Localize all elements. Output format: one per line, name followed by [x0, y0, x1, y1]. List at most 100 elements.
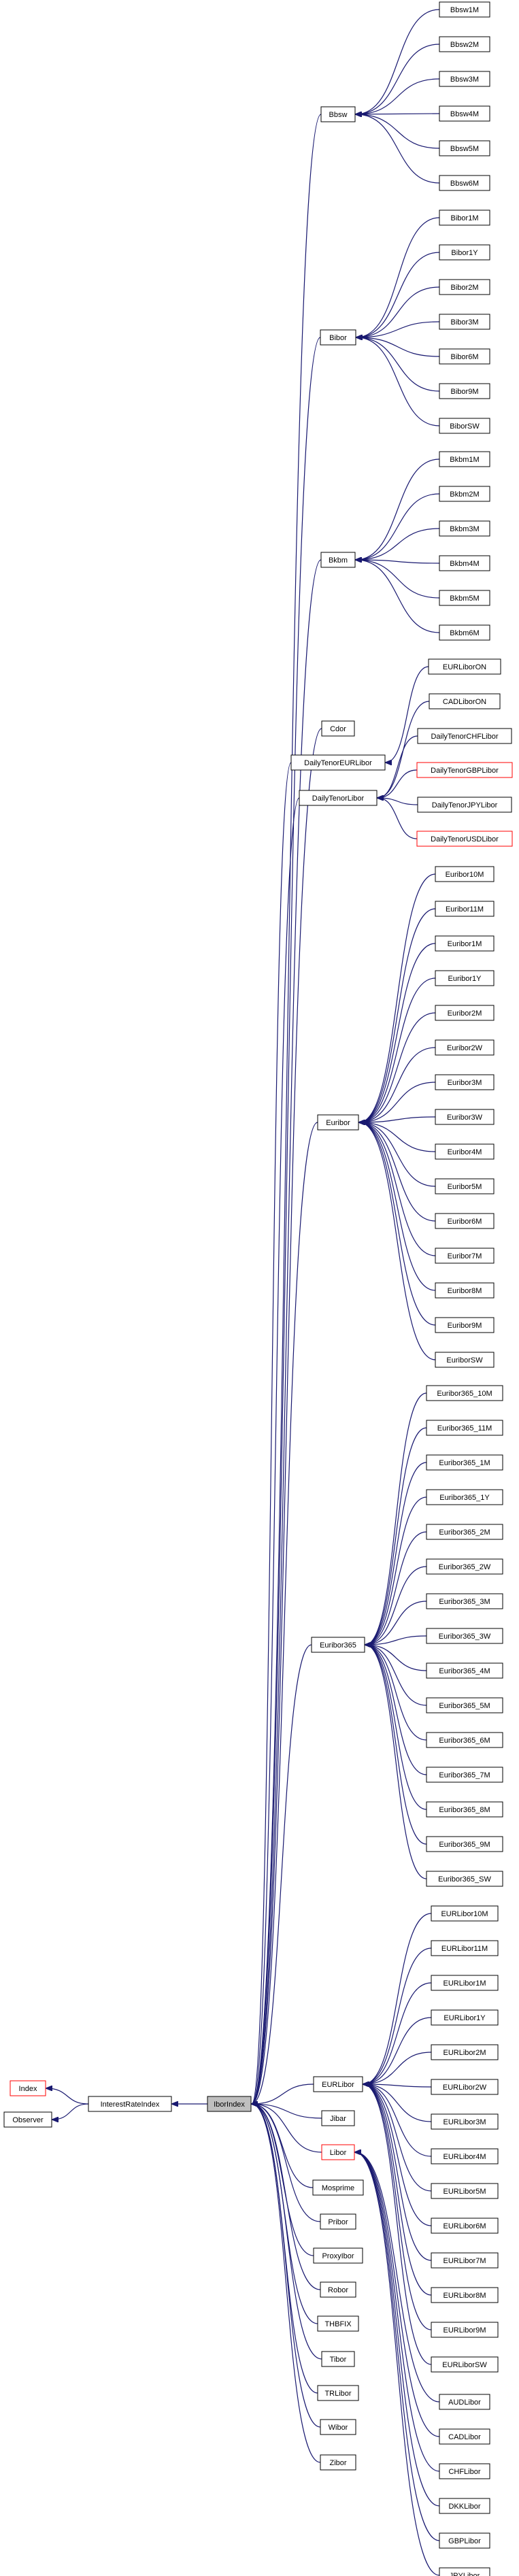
- node-wibor[interactable]: Wibor: [320, 2419, 356, 2435]
- node-euribor10m[interactable]: Euribor10M: [435, 866, 495, 882]
- node-euribor365-2m[interactable]: Euribor365_2M: [426, 1524, 503, 1540]
- node-euribor365-6m[interactable]: Euribor365_6M: [426, 1732, 503, 1748]
- node-dailytenorjpylibor[interactable]: DailyTenorJPYLibor: [417, 797, 512, 813]
- node-eurlibor10m[interactable]: EURLibor10M: [431, 1905, 499, 1922]
- node-bkbm6m[interactable]: Bkbm6M: [439, 624, 490, 641]
- node-eurlibor6m[interactable]: EURLibor6M: [431, 2218, 499, 2234]
- node-jibar[interactable]: Jibar: [321, 2110, 355, 2126]
- node-eurlibor4m[interactable]: EURLibor4M: [431, 2148, 499, 2164]
- node-bbsw[interactable]: Bbsw: [320, 106, 356, 122]
- node-bbsw1m[interactable]: Bbsw1M: [439, 1, 490, 18]
- node-tibor[interactable]: Tibor: [321, 2351, 355, 2367]
- node-euribor4m[interactable]: Euribor4M: [435, 1143, 495, 1160]
- node-eurlibor9m[interactable]: EURLibor9M: [431, 2322, 499, 2338]
- node-euribor365-sw[interactable]: Euribor365_SW: [426, 1871, 503, 1887]
- node-bkbm4m[interactable]: Bkbm4M: [439, 555, 490, 571]
- node-biborsw[interactable]: BiborSW: [439, 418, 490, 434]
- node-dailytenorusdlibor[interactable]: DailyTenorUSDLibor: [416, 831, 513, 847]
- node-euribor8m[interactable]: Euribor8M: [435, 1282, 495, 1299]
- node-dailytenorlibor[interactable]: DailyTenorLibor: [299, 790, 378, 806]
- node-box: [320, 329, 356, 346]
- node-cdor[interactable]: Cdor: [321, 720, 355, 737]
- node-cadliboron[interactable]: CADLiborON: [429, 693, 501, 709]
- node-euribor9m[interactable]: Euribor9M: [435, 1317, 495, 1333]
- node-euribor1y[interactable]: Euribor1Y: [435, 970, 495, 986]
- node-euribor365-1y[interactable]: Euribor365_1Y: [426, 1489, 503, 1505]
- node-bibor3m[interactable]: Bibor3M: [439, 314, 490, 330]
- node-eurlibor2w[interactable]: EURLibor2W: [431, 2079, 499, 2095]
- node-bibor1m[interactable]: Bibor1M: [439, 210, 490, 226]
- node-bbsw2m[interactable]: Bbsw2M: [439, 36, 490, 52]
- node-observer[interactable]: Observer: [3, 2111, 52, 2128]
- node-euribor3w[interactable]: Euribor3W: [435, 1109, 495, 1125]
- node-euribor[interactable]: Euribor: [317, 1114, 359, 1131]
- node-eurlibor5m[interactable]: EURLibor5M: [431, 2183, 499, 2199]
- node-eurliboron[interactable]: EURLiborON: [428, 658, 501, 675]
- node-audlibor[interactable]: AUDLibor: [439, 2394, 490, 2410]
- node-box: [431, 2356, 499, 2373]
- node-bbsw5m[interactable]: Bbsw5M: [439, 140, 490, 156]
- node-euribor365-8m[interactable]: Euribor365_8M: [426, 1801, 503, 1818]
- node-eurliborsw[interactable]: EURLiborSW: [431, 2356, 499, 2373]
- node-euribor365-10m[interactable]: Euribor365_10M: [426, 1385, 503, 1401]
- node-bibor6m[interactable]: Bibor6M: [439, 348, 490, 365]
- node-libor[interactable]: Libor: [321, 2144, 355, 2160]
- node-euribor365[interactable]: Euribor365: [311, 1637, 365, 1653]
- node-dailytenorchflibor[interactable]: DailyTenorCHFLibor: [417, 728, 512, 744]
- node-bbsw3m[interactable]: Bbsw3M: [439, 71, 490, 87]
- node-bkbm[interactable]: Bkbm: [320, 552, 356, 568]
- node-euribor365-7m[interactable]: Euribor365_7M: [426, 1767, 503, 1783]
- node-eurlibor[interactable]: EURLibor: [313, 2076, 363, 2092]
- node-interestrateindex[interactable]: InterestRateIndex: [88, 2096, 172, 2112]
- node-bkbm1m[interactable]: Bkbm1M: [439, 451, 490, 467]
- node-mosprime[interactable]: Mosprime: [312, 2179, 364, 2196]
- node-bibor1y[interactable]: Bibor1Y: [439, 244, 490, 261]
- node-euribor365-3w[interactable]: Euribor365_3W: [426, 1628, 503, 1644]
- node-eurlibor11m[interactable]: EURLibor11M: [431, 1940, 499, 1956]
- node-euribor5m[interactable]: Euribor5M: [435, 1178, 495, 1194]
- node-eurlibor3m[interactable]: EURLibor3M: [431, 2113, 499, 2130]
- node-eurlibor1m[interactable]: EURLibor1M: [431, 1975, 499, 1991]
- node-dailytenorgbplibor[interactable]: DailyTenorGBPLibor: [416, 762, 513, 778]
- node-bbsw6m[interactable]: Bbsw6M: [439, 175, 490, 191]
- node-trlibor[interactable]: TRLibor: [317, 2385, 359, 2401]
- node-proxyibor[interactable]: ProxyIbor: [313, 2247, 363, 2264]
- node-bibor2m[interactable]: Bibor2M: [439, 279, 490, 295]
- node-bkbm2m[interactable]: Bkbm2M: [439, 486, 490, 502]
- node-euribor365-9m[interactable]: Euribor365_9M: [426, 1836, 503, 1852]
- node-dailytenoreurlibor[interactable]: DailyTenorEURLibor: [290, 754, 386, 771]
- node-bibor[interactable]: Bibor: [320, 329, 356, 346]
- node-bbsw4m[interactable]: Bbsw4M: [439, 105, 490, 122]
- node-euriborsw[interactable]: EuriborSW: [435, 1352, 495, 1368]
- node-euribor1m[interactable]: Euribor1M: [435, 935, 495, 952]
- node-eurlibor1y[interactable]: EURLibor1Y: [431, 2009, 499, 2026]
- node-bkbm3m[interactable]: Bkbm3M: [439, 520, 490, 537]
- node-euribor365-2w[interactable]: Euribor365_2W: [426, 1558, 503, 1575]
- node-eurlibor7m[interactable]: EURLibor7M: [431, 2252, 499, 2269]
- node-gbplibor[interactable]: GBPLibor: [439, 2532, 490, 2549]
- node-euribor365-1m[interactable]: Euribor365_1M: [426, 1454, 503, 1471]
- node-eurlibor8m[interactable]: EURLibor8M: [431, 2287, 499, 2303]
- node-jpylibor[interactable]: JPYLibor: [439, 2567, 490, 2576]
- node-euribor365-4m[interactable]: Euribor365_4M: [426, 1662, 503, 1679]
- node-euribor365-11m[interactable]: Euribor365_11M: [426, 1420, 503, 1436]
- node-euribor11m[interactable]: Euribor11M: [435, 901, 495, 917]
- node-euribor365-3m[interactable]: Euribor365_3M: [426, 1593, 503, 1609]
- node-euribor365-5m[interactable]: Euribor365_5M: [426, 1697, 503, 1713]
- node-bibor9m[interactable]: Bibor9M: [439, 383, 490, 399]
- node-euribor6m[interactable]: Euribor6M: [435, 1213, 495, 1229]
- node-euribor2w[interactable]: Euribor2W: [435, 1039, 495, 1056]
- node-robor[interactable]: Robor: [320, 2281, 356, 2298]
- node-index[interactable]: Index: [10, 2080, 46, 2096]
- node-euribor7m[interactable]: Euribor7M: [435, 1248, 495, 1264]
- node-thbfix[interactable]: THBFIX: [317, 2315, 359, 2332]
- node-euribor3m[interactable]: Euribor3M: [435, 1074, 495, 1090]
- node-chflibor[interactable]: CHFLibor: [439, 2463, 490, 2479]
- node-euribor2m[interactable]: Euribor2M: [435, 1005, 495, 1021]
- node-bkbm5m[interactable]: Bkbm5M: [439, 590, 490, 606]
- node-zibor[interactable]: Zibor: [320, 2454, 356, 2471]
- node-eurlibor2m[interactable]: EURLibor2M: [431, 2044, 499, 2060]
- node-dkklibor[interactable]: DKKLibor: [439, 2498, 490, 2514]
- node-pribor[interactable]: Pribor: [320, 2213, 356, 2230]
- node-cadlibor[interactable]: CADLibor: [439, 2428, 490, 2445]
